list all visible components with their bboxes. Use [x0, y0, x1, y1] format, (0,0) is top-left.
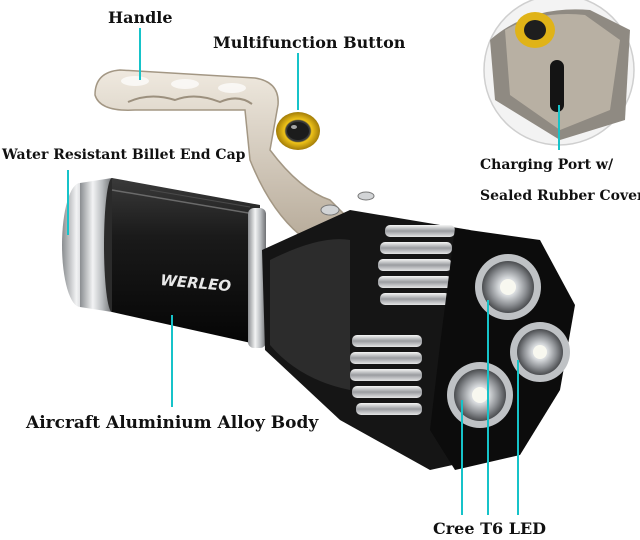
multifunction-button-label: Multifunction Button — [213, 33, 406, 52]
multifunction-button — [276, 112, 320, 150]
handle-label: Handle — [108, 8, 173, 27]
led-label: Cree T6 LED — [433, 519, 547, 538]
handle-screws — [320, 191, 375, 216]
led-top — [475, 254, 541, 320]
charging-port-label-line1: Charging Port w/ — [480, 157, 614, 173]
handle — [94, 69, 347, 236]
flashlight-body: WERLEO — [111, 178, 266, 348]
end-cap-label: Water Resistant Billet End Cap — [2, 147, 246, 163]
led-bottom — [447, 362, 513, 428]
flashlight-head — [262, 210, 575, 470]
charging-port-inset — [483, 0, 635, 146]
led-right — [510, 322, 570, 382]
callout-lines — [67, 28, 560, 515]
charging-port-label-line2: Sealed Rubber Cover — [480, 188, 640, 204]
end-cap — [62, 178, 120, 312]
body-label: Aircraft Aluminium Alloy Body — [26, 413, 319, 433]
